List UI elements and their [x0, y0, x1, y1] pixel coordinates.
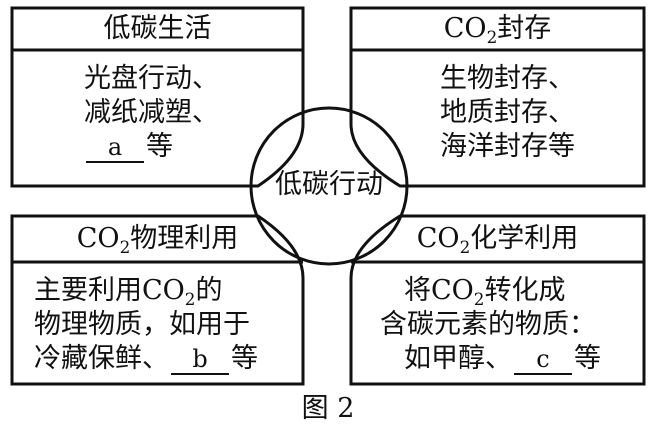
bottom-left-line-3-prefix: 冷藏保鲜、	[34, 343, 169, 374]
bottom-right-title-sub: 2	[459, 236, 471, 257]
blank-b: b	[171, 345, 229, 375]
top-left-line-3-suffix: 等	[146, 131, 173, 162]
bottom-left-line-3-suffix: 等	[231, 343, 258, 374]
bottom-right-line-1-sub: 2	[473, 288, 485, 309]
bottom-right-title-prefix: CO	[416, 223, 460, 254]
top-right-line-1: 生物封存、	[440, 63, 575, 94]
top-right-title-prefix: CO	[443, 13, 487, 44]
bottom-left-title-sub: 2	[119, 236, 131, 257]
bottom-left-title-suffix: 物理利用	[130, 223, 239, 254]
bottom-right-line-3-suffix: 等	[574, 343, 601, 374]
figure-caption: 图 2	[301, 393, 355, 424]
box-bottom-left	[10, 214, 305, 386]
bottom-right-line-3-prefix: 如甲醇、	[404, 343, 512, 374]
top-right-title-suffix: 封存	[497, 13, 552, 44]
top-right-line-2: 地质封存、	[440, 97, 575, 128]
bottom-left-line-1-sub: 2	[184, 288, 196, 309]
bottom-right-line-1: 将CO2转化成	[404, 274, 565, 308]
top-left-title: 低碳生活	[103, 13, 212, 44]
bottom-right-title-suffix: 化学利用	[470, 223, 579, 254]
bottom-left-line-1: 主要利用CO2的	[34, 274, 222, 308]
bottom-left-line-1-suffix: 的	[195, 275, 223, 306]
bottom-right-line-1-suffix: 转化成	[484, 275, 566, 306]
bottom-left-line-2: 物理物质，如用于	[34, 309, 250, 340]
bottom-left-title-prefix: CO	[76, 223, 120, 254]
blank-c: c	[514, 345, 572, 375]
bottom-right-title: CO2化学利用	[351, 222, 644, 256]
box-top-left	[10, 6, 305, 188]
bottom-left-title: CO2物理利用	[12, 222, 303, 256]
top-left-line-1: 光盘行动、	[84, 63, 219, 94]
blank-a: a	[86, 133, 144, 163]
box-top-right	[349, 6, 646, 188]
top-right-title: CO2封存	[351, 12, 644, 46]
top-right-title-sub: 2	[486, 26, 498, 47]
center-label: 低碳行动	[275, 169, 383, 200]
top-right-line-3: 海洋封存等	[440, 131, 575, 162]
box-bottom-right	[349, 214, 646, 386]
bottom-left-line-1-prefix: 主要利用CO	[34, 275, 185, 306]
bottom-right-line-2: 含碳元素的物质：	[380, 309, 596, 340]
bottom-right-line-1-prefix: 将CO	[404, 275, 474, 306]
top-left-line-2: 减纸减塑、	[84, 97, 219, 128]
